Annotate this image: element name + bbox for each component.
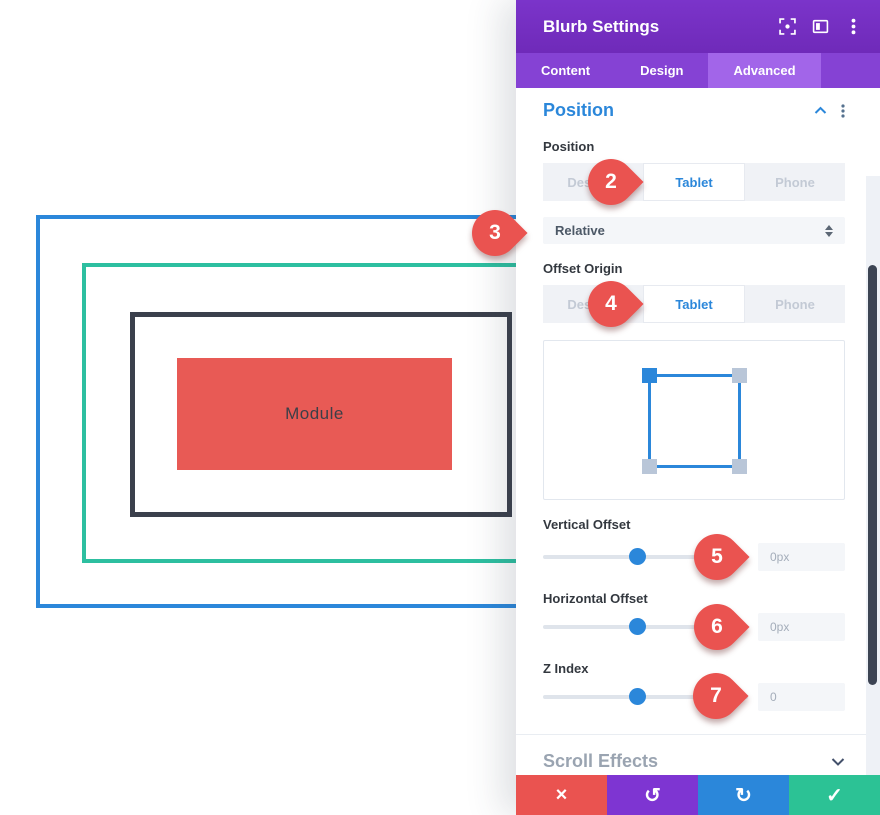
origin-handle-top-left[interactable]	[642, 368, 657, 383]
device-option-phone[interactable]: Phone	[775, 296, 815, 312]
horizontal-offset-label: Horizontal Offset	[543, 591, 648, 606]
undo-icon: ↺	[644, 784, 661, 807]
layout-columns-icon[interactable]	[812, 18, 829, 35]
offset-origin-picker	[543, 340, 845, 500]
chevron-down-icon	[831, 757, 845, 766]
annotation-badge-4: 4	[578, 271, 644, 337]
annotation-badge-2: 2	[578, 149, 644, 215]
select-updown-icon	[825, 224, 833, 237]
close-icon: ×	[555, 783, 568, 806]
origin-handle-bottom-left[interactable]	[642, 459, 657, 474]
scroll-effects-title: Scroll Effects	[543, 751, 659, 771]
section-kebab-icon[interactable]	[841, 103, 845, 118]
accept-button[interactable]: ✓	[789, 775, 880, 815]
undo-button[interactable]: ↺	[607, 775, 698, 815]
device-option-tablet[interactable]: Tablet	[643, 163, 745, 201]
settings-tab-bar: Content Design Advanced	[516, 53, 880, 88]
panel-body: Position Position Desktop Tablet Phone	[516, 88, 880, 815]
horizontal-offset-slider[interactable]	[543, 618, 748, 635]
horizontal-offset-slider-thumb[interactable]	[629, 618, 646, 635]
check-icon: ✓	[826, 784, 843, 807]
z-index-slider-thumb[interactable]	[629, 688, 646, 705]
offset-origin-field-label: Offset Origin	[543, 261, 623, 276]
tab-content[interactable]: Content	[541, 63, 591, 78]
position-select[interactable]: Relative	[543, 217, 845, 244]
column-outline[interactable]	[130, 312, 512, 517]
section-divider	[516, 734, 880, 735]
tab-advanced[interactable]: Advanced	[708, 53, 821, 88]
annotation-number: 5	[711, 545, 723, 568]
expand-icon[interactable]	[779, 18, 796, 35]
kebab-menu-icon[interactable]	[845, 18, 862, 35]
blurb-settings-panel: Blurb Settings Content Des	[516, 0, 880, 815]
chevron-up-icon[interactable]	[814, 106, 827, 115]
annotation-badge-7: 7	[683, 663, 749, 729]
annotation-badge-6: 6	[684, 594, 750, 660]
tab-design[interactable]: Design	[640, 63, 684, 78]
vertical-offset-slider[interactable]	[543, 548, 748, 565]
position-select-value: Relative	[555, 223, 605, 238]
annotation-number: 4	[605, 292, 617, 315]
vertical-offset-label: Vertical Offset	[543, 517, 631, 532]
origin-handle-top-right[interactable]	[732, 368, 747, 383]
redo-button[interactable]: ↻	[698, 775, 789, 815]
device-option-phone[interactable]: Phone	[775, 174, 815, 190]
panel-title: Blurb Settings	[543, 16, 660, 36]
z-index-slider[interactable]	[543, 688, 748, 705]
position-section-title: Position	[543, 100, 614, 120]
redo-icon: ↻	[735, 784, 752, 807]
panel-footer: × ↺ ↻ ✓	[516, 775, 880, 815]
position-field-label: Position	[543, 139, 595, 154]
device-option-tablet[interactable]: Tablet	[643, 285, 745, 323]
panel-scrollbar-thumb[interactable]	[868, 265, 877, 685]
module-label: Module	[285, 404, 344, 423]
annotation-number: 6	[711, 615, 723, 638]
position-section-header[interactable]: Position	[543, 100, 845, 121]
annotation-number: 3	[489, 221, 501, 244]
vertical-offset-slider-thumb[interactable]	[629, 548, 646, 565]
annotation-badge-3: 3	[462, 200, 528, 266]
horizontal-offset-input[interactable]	[758, 613, 845, 641]
discard-button[interactable]: ×	[516, 775, 607, 815]
origin-square	[642, 368, 747, 474]
z-index-label: Z Index	[543, 661, 589, 676]
z-index-input[interactable]	[758, 683, 845, 711]
annotation-number: 2	[605, 170, 617, 193]
annotation-badge-5: 5	[684, 524, 750, 590]
scroll-effects-section-header[interactable]: Scroll Effects	[543, 751, 845, 772]
module-box[interactable]: Module	[177, 358, 452, 470]
origin-handle-bottom-right[interactable]	[732, 459, 747, 474]
panel-header: Blurb Settings	[516, 0, 880, 53]
vertical-offset-input[interactable]	[758, 543, 845, 571]
annotation-number: 7	[710, 684, 722, 707]
